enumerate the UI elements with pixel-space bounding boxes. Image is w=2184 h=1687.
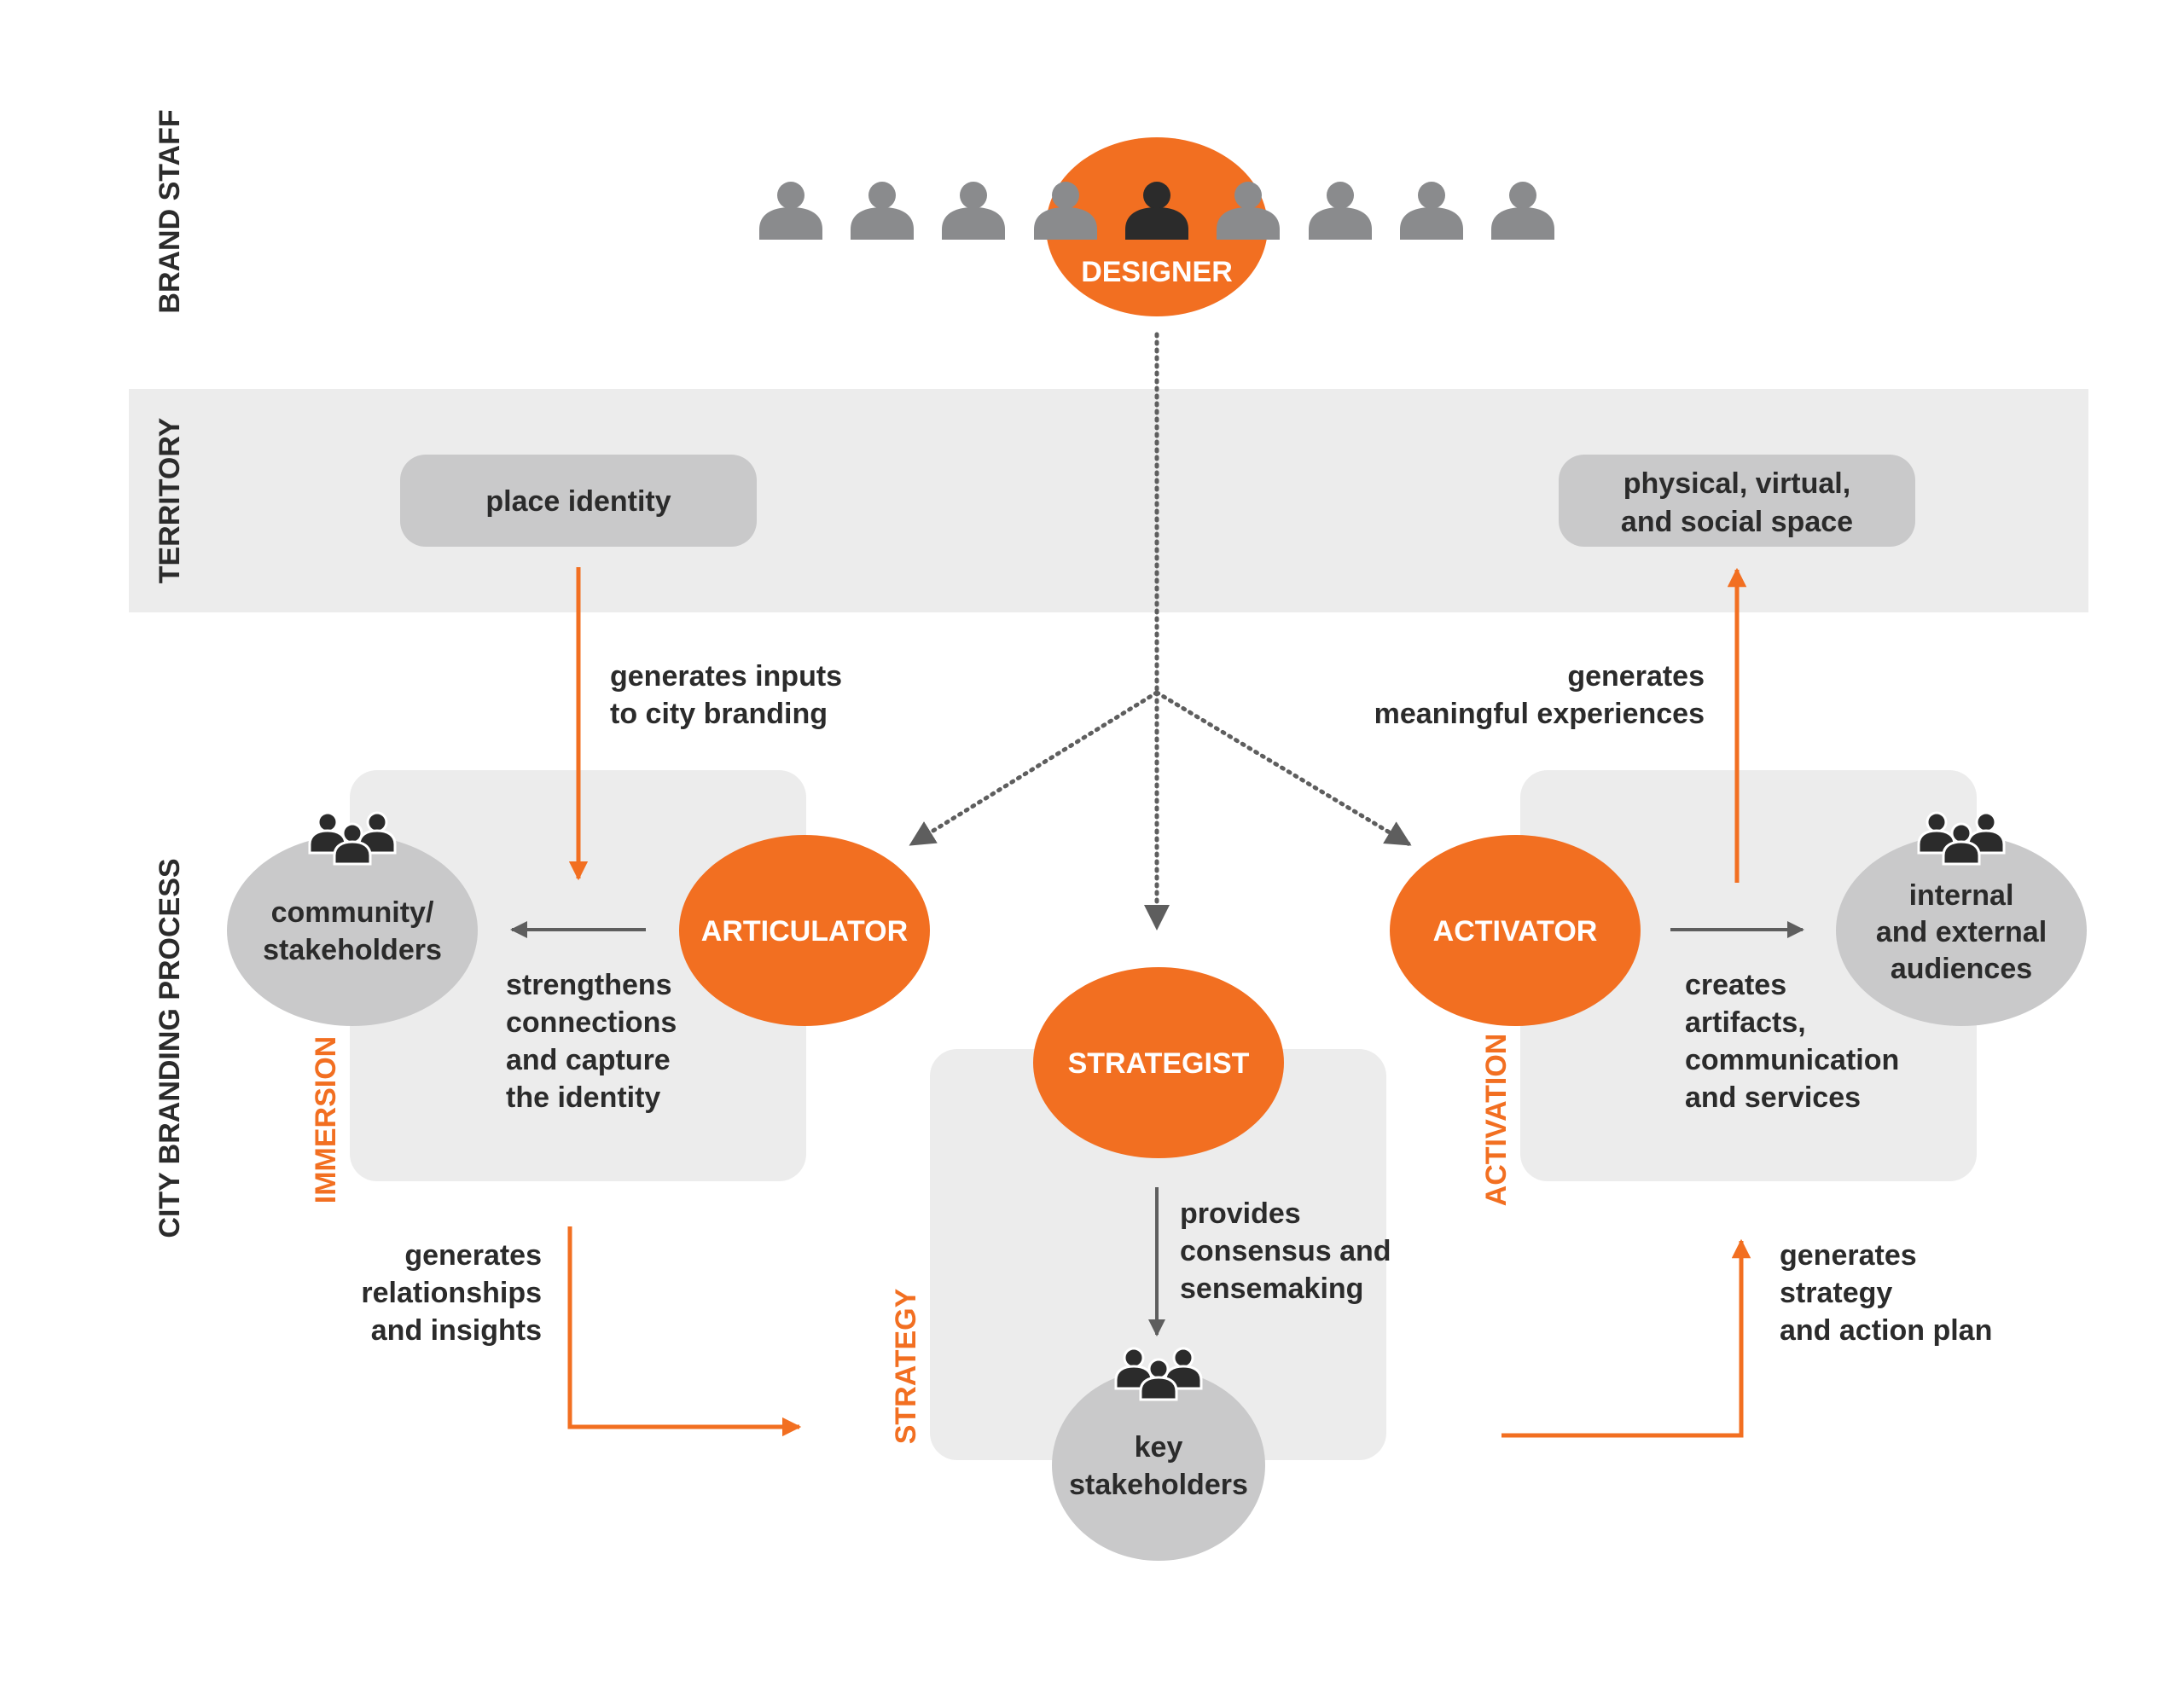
place-identity-label: place identity [485,485,671,518]
strengthens-text-line4: the identity [506,1081,660,1114]
grey-arrows [510,921,1804,1336]
space-box [1559,455,1915,547]
brand-staff-row [759,182,1554,240]
creates-text-line3: communication [1685,1044,1899,1076]
creates-text-line1: creates [1685,969,1786,1001]
strengthens-text-line2: connections [506,1006,677,1039]
designer-label: DESIGNER [1081,256,1233,288]
person-icon [1400,182,1463,240]
designer-dotted-connectors [909,332,1412,930]
immersion-panel [350,770,806,1181]
phase-label-strategy: STRATEGY [890,1288,922,1444]
side-label-brand-staff: BRAND STAFF [154,109,186,313]
person-icon [851,182,914,240]
key-stakeholders-label-line1: key [1135,1431,1183,1464]
space-label-line2: and social space [1621,506,1853,538]
plan-text-line2: strategy [1780,1277,1892,1309]
side-label-process: CITY BRANDING PROCESS [154,858,186,1238]
inputs-text-line2: to city branding [610,698,828,730]
consensus-text-line2: consensus and [1180,1235,1391,1267]
place-identity-box [400,455,757,547]
person-icon [1309,182,1372,240]
person-icon [942,182,1005,240]
strategist-node [1033,967,1284,1158]
strategist-label: STRATEGIST [1068,1047,1250,1080]
key-stakeholders-node [1052,1370,1265,1561]
relationships-text-line3: and insights [371,1314,542,1347]
activator-label: ACTIVATOR [1433,915,1598,948]
strengthens-text-line1: strengthens [506,969,672,1001]
audiences-label-line3: audiences [1891,953,2032,985]
consensus-text-line1: provides [1180,1197,1301,1230]
community-node [227,835,478,1026]
audiences-label-line1: internal [1909,879,2014,912]
inputs-text-line1: generates inputs [610,660,842,693]
audiences-node [1836,835,2087,1026]
side-label-territory: TERRITORY [154,417,186,583]
person-icon [1491,182,1554,240]
community-label-line2: stakeholders [263,934,442,966]
creates-text-line4: and services [1685,1081,1861,1114]
articulator-label: ARTICULATOR [701,915,908,948]
person-icon [759,182,822,240]
plan-text-line3: and action plan [1780,1314,1992,1347]
strengthens-text-line3: and capture [506,1044,671,1076]
creates-text-line2: artifacts, [1685,1006,1806,1039]
relationships-text-line1: generates [404,1239,542,1272]
audiences-label-line2: and external [1876,916,2047,948]
articulator-node [679,835,930,1026]
experiences-text-line2: meaningful experiences [1374,698,1705,730]
plan-text-line1: generates [1780,1239,1917,1272]
space-label-line1: physical, virtual, [1623,467,1850,500]
phase-label-immersion: IMMERSION [310,1036,342,1203]
activator-node [1390,835,1641,1026]
relationships-text-line2: relationships [361,1277,542,1309]
orange-flow-arrows [567,567,1751,1438]
key-stakeholders-label-line2: stakeholders [1069,1469,1248,1501]
consensus-text-line3: sensemaking [1180,1272,1363,1305]
experiences-text-line1: generates [1567,660,1705,693]
phase-label-activation: ACTIVATION [1480,1034,1513,1207]
community-label-line1: community/ [271,896,434,929]
